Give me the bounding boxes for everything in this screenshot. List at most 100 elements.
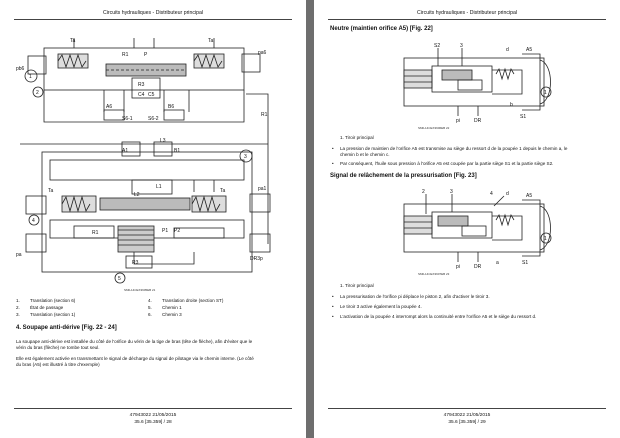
page-header: Circuits hydrauliques - Distributeur pri… <box>416 10 518 16</box>
callout-1: 1 <box>29 74 32 80</box>
label-p1: P1 <box>162 228 168 234</box>
footer-doc-id: 47943022 21/05/2015 <box>129 413 177 418</box>
label-d: d <box>506 191 509 197</box>
label-r1: R1 <box>92 230 99 236</box>
legend-num: 4. <box>148 298 152 303</box>
label-s1: S1 <box>520 114 526 120</box>
page-header: Circuits hydrauliques - Distributeur pri… <box>102 10 204 16</box>
label-a1: A1 <box>122 148 128 154</box>
label-a5: A5 <box>526 47 532 53</box>
label-l1: L1 <box>156 184 162 190</box>
label-b1: B1 <box>174 148 180 154</box>
label-ta: Ta <box>208 38 214 44</box>
left-page: Circuits hydrauliques - Distributeur pri… <box>0 0 306 438</box>
bullet-line: Par conséquent, l'huile sous pression à … <box>340 161 554 166</box>
label-c4: C4 <box>138 92 145 98</box>
bullet-line: chemin b et le chemin c. <box>340 152 390 157</box>
label-r1: R1 <box>261 112 268 118</box>
label-b6: B6 <box>168 104 174 110</box>
legend-num: 5. <box>148 305 152 310</box>
label-3: 3 <box>460 43 463 49</box>
label-p: P <box>144 52 148 58</box>
label-ta: Ta <box>220 188 226 194</box>
legend-text: Translation droite (section ST) <box>162 298 224 303</box>
bullet-marker: • <box>332 294 334 299</box>
bullet-marker: • <box>332 146 334 151</box>
label-s1: S1 <box>522 260 528 266</box>
section-title: Neutre (maintien orifice A5) [Fig. 22] <box>330 26 433 32</box>
footer-page-number: 35.6 [35.359] / 28 <box>134 420 172 425</box>
label-a6: A6 <box>106 104 112 110</box>
label-l3: L3 <box>160 138 166 144</box>
section-title: 4. Soupape anti-dérive [Fig. 22 - 24] <box>16 325 117 331</box>
legend-num: 6. <box>148 312 152 317</box>
bullet-marker: • <box>332 304 334 309</box>
label-2: 2 <box>422 189 425 195</box>
paragraph-line: du bras (A5) est illustré à titre d'exem… <box>16 362 100 367</box>
header-rule <box>328 19 606 20</box>
label-c5: C5 <box>148 92 155 98</box>
label-pi: pi <box>456 118 460 124</box>
antidrift-valve-fig22: S2 3 d A5 1 b S1 pi DR <box>403 43 552 124</box>
bullet-line: La pressurisation de l'orifice pi déplac… <box>340 294 490 299</box>
label-p2: P2 <box>174 228 180 234</box>
label-a5: A5 <box>526 193 532 199</box>
label-pi: pi <box>456 264 460 270</box>
label-dr3p: DR3p <box>250 256 263 262</box>
legend-item: 1. Tiroir principal <box>340 135 374 140</box>
figure-caption: SMIL14CEX3905EB 21 <box>124 288 156 292</box>
label-pa: pa <box>16 252 22 258</box>
label-3: 3 <box>450 189 453 195</box>
label-s2: S2 <box>434 43 440 49</box>
callout-5: 5 <box>118 276 121 282</box>
footer-rule <box>14 408 292 409</box>
figure-caption: SMIL14CEX3906EB 22 <box>418 126 450 130</box>
legend-num: 3. <box>16 312 20 317</box>
label-4: 4 <box>490 191 493 197</box>
label-r1: R1 <box>122 52 129 58</box>
footer-doc-id: 47943022 21/05/2015 <box>443 413 491 418</box>
legend-item: 1. Tiroir principal <box>340 283 374 288</box>
legend-text: Chemin 1 <box>162 305 182 310</box>
label-pa6: pa6 <box>258 50 267 56</box>
bullet-marker: • <box>332 161 334 166</box>
hydraulic-schematic-fig21: Ta R1 P Ta pb6 pa6 R3 C4 C5 A6 S6-1 S6-2… <box>16 38 271 284</box>
legend-text: Chemin 3 <box>162 312 182 317</box>
bullet-line: Le tiroir 3 active également la poupée 4… <box>340 304 422 309</box>
bullet-line: L'activation de la poupée 4 interrompt a… <box>340 314 537 319</box>
label-r3: R3 <box>138 82 145 88</box>
bullet-marker: • <box>332 314 334 319</box>
label-r3: R3 <box>132 260 139 266</box>
label-s6-1: S6-1 <box>122 116 133 122</box>
paragraph-line: La soupape anti-dérive est installée du … <box>16 339 253 344</box>
label-d: d <box>506 47 509 53</box>
label-ta: Ta <box>70 38 76 44</box>
figure-caption: SMIL14CEX3907EB 23 <box>418 272 450 276</box>
label-s6-2: S6-2 <box>148 116 159 122</box>
footer-page-number: 35.6 [35.359] / 29 <box>448 420 486 425</box>
callout-3: 3 <box>244 154 247 160</box>
section-title: Signal de relâchement de la pressurisati… <box>330 173 477 179</box>
label-pb6: pb6 <box>16 66 25 72</box>
right-page: Circuits hydrauliques - Distributeur pri… <box>314 0 620 438</box>
header-rule <box>14 19 292 20</box>
callout-1: 1 <box>544 90 547 96</box>
legend-text: Translation (section 1) <box>30 312 76 317</box>
paragraph-line: Elle est également activée en transmetta… <box>16 356 254 361</box>
label-ta: Ta <box>48 188 54 194</box>
legend-num: 1. <box>16 298 20 303</box>
label-pa1: pa1 <box>258 186 267 192</box>
label-b: b <box>510 102 513 108</box>
legend-text: Translation (section 6) <box>30 298 76 303</box>
bullet-line: La pression de maintien de l'orifice A5 … <box>340 146 568 151</box>
legend-num: 2. <box>16 305 20 310</box>
label-dr: DR <box>474 264 482 270</box>
label-a: a <box>496 260 499 266</box>
callout-1: 1 <box>544 236 547 242</box>
callout-2: 2 <box>36 90 39 96</box>
callout-4: 4 <box>32 218 35 224</box>
legend-text: État de passage <box>30 305 64 310</box>
antidrift-valve-fig23: 2 3 d A5 4 1 S1 pi DR a <box>403 189 552 270</box>
paragraph-line: vérin du bras (flèche) ne tombe tout seu… <box>16 345 100 350</box>
label-l2: L2 <box>134 192 140 198</box>
